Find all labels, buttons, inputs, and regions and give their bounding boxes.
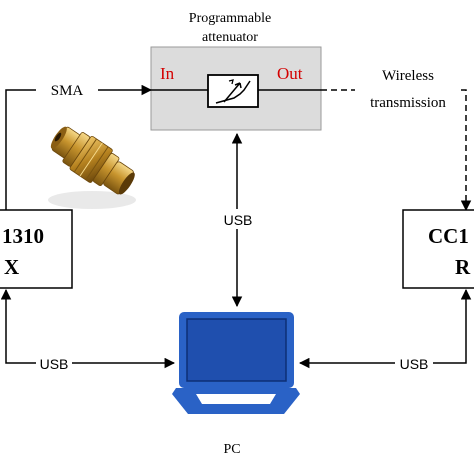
variable-attenuator-icon bbox=[207, 74, 259, 108]
wireless-label-bg bbox=[355, 64, 461, 114]
pc-label: PC bbox=[223, 442, 240, 457]
usb-right-label: USB bbox=[400, 356, 429, 372]
left-device-line2: X bbox=[4, 255, 19, 279]
sma-link bbox=[5, 84, 153, 210]
attenuator-out-label: Out bbox=[277, 64, 303, 83]
usb-left-label-bg bbox=[36, 354, 72, 373]
usb-right-label-bg bbox=[395, 354, 433, 373]
usb-right-link bbox=[298, 288, 472, 369]
usb-left-label: USB bbox=[40, 356, 69, 372]
right-device-line1: CC1 bbox=[428, 224, 469, 248]
sma-label-bg bbox=[36, 80, 98, 99]
right-device-box[interactable] bbox=[402, 209, 474, 289]
right-device-line2: R bbox=[455, 255, 471, 279]
usb-attenuator-label-bg bbox=[220, 209, 256, 229]
sma-adapter-image bbox=[48, 126, 136, 209]
usb-attenuator-label: USB bbox=[224, 212, 253, 228]
wireless-label-line1: Wireless bbox=[382, 68, 434, 84]
usb-left-link bbox=[0, 288, 176, 369]
laptop-icon[interactable] bbox=[172, 312, 300, 414]
attenuator-title-line1: Programmable bbox=[189, 11, 271, 26]
left-device-line1: 1310 bbox=[2, 224, 44, 248]
attenuator-in-label: In bbox=[160, 64, 175, 83]
wireless-link bbox=[321, 89, 472, 212]
left-device-box[interactable] bbox=[0, 209, 73, 289]
wireless-label-line2: transmission bbox=[370, 95, 446, 111]
attenuator-title-line2: attenuator bbox=[202, 30, 258, 45]
sma-label: SMA bbox=[51, 83, 84, 99]
